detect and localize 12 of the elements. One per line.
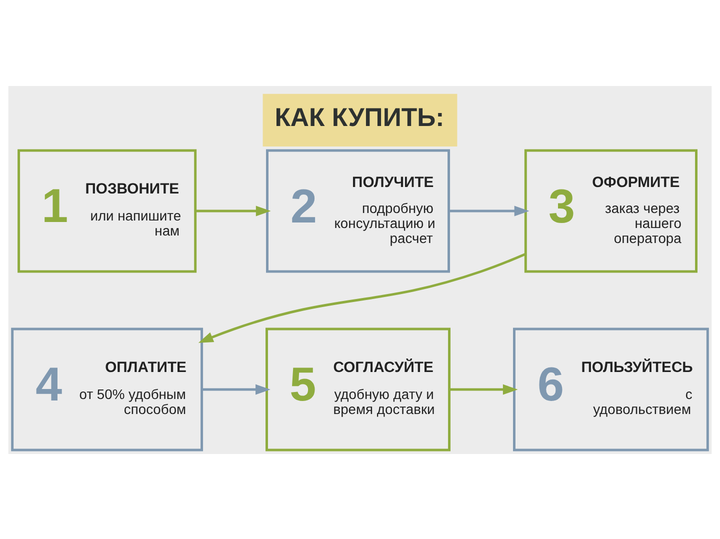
node-box: 6 ПОЛЬЗУЙТЕСЬ с удовольствием <box>513 327 709 451</box>
node-box: 1 ПОЗВОНИТЕ или напишите нам <box>18 148 197 272</box>
arrow <box>448 205 530 216</box>
node-box: 3 ОФОРМИТЕ заказ через нашего оператора <box>524 148 698 272</box>
arrow <box>202 384 270 394</box>
node-box: 4 ОПЛАТИТЕ от 50% удобным способом <box>11 327 204 451</box>
arrow <box>196 205 271 216</box>
node-box: 5 СОГЛАСУЙТЕ удобную дату и время доставки <box>266 327 450 451</box>
diagram-title: КАК КУПИТЬ: <box>274 103 444 132</box>
arrow <box>198 252 526 342</box>
arrow <box>449 384 518 394</box>
node-box: 2 ПОЛУЧИТЕ подробную консультацию и расчет <box>266 148 450 272</box>
